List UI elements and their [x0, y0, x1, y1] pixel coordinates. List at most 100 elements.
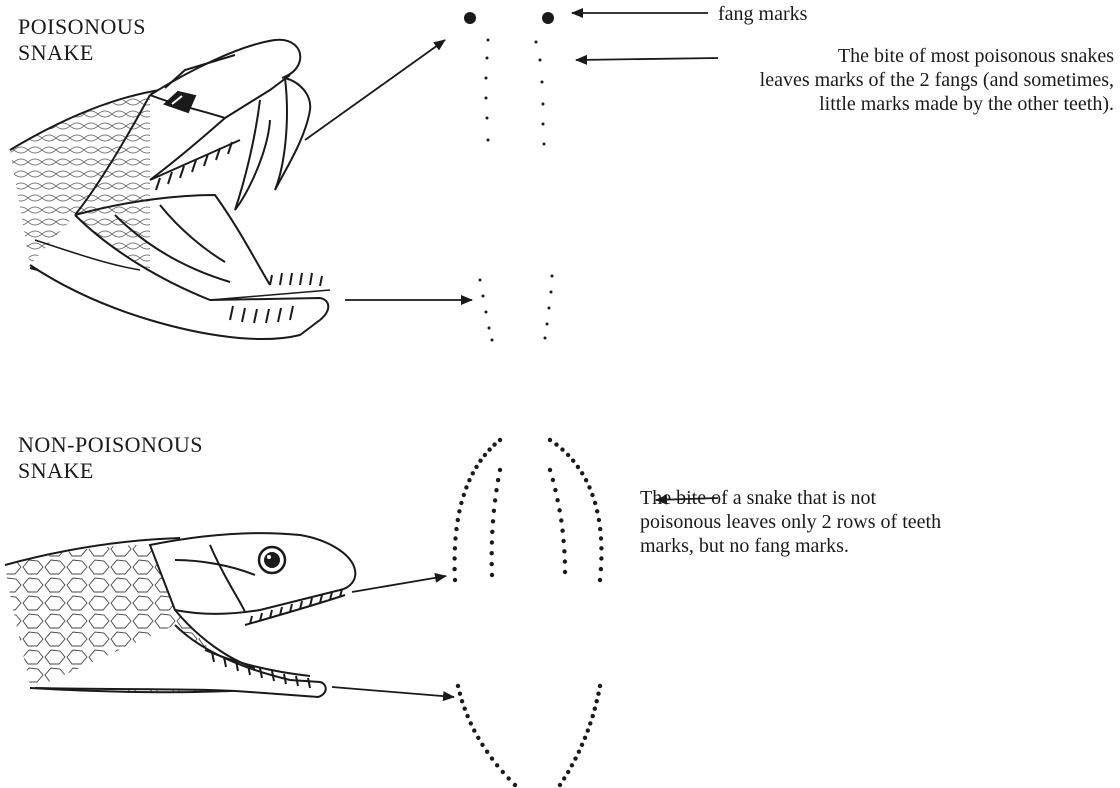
tooth-mark-dot — [490, 573, 494, 577]
tooth-mark-dot — [583, 736, 587, 740]
tooth-mark-dot — [558, 783, 562, 787]
tooth-mark-dot — [584, 478, 588, 482]
tooth-mark-dot — [498, 468, 502, 472]
tooth-mark-dot — [573, 756, 577, 760]
tooth-mark-dot — [599, 556, 603, 560]
tooth-mark-dot — [588, 721, 592, 725]
tooth-mark-dot — [548, 468, 552, 472]
tooth-mark-dot — [554, 442, 558, 446]
tooth-mark-dot — [498, 438, 502, 442]
tooth-mark-dot — [560, 447, 564, 451]
tooth-mark-dot — [548, 438, 552, 442]
tooth-mark-dot — [458, 692, 462, 696]
upper-teeth-arrow — [352, 576, 446, 592]
tooth-mark-dot — [561, 539, 565, 543]
tooth-mark-dot — [553, 488, 557, 492]
lower-teeth-arrow — [332, 687, 454, 697]
tooth-mark-dot — [580, 471, 584, 475]
poisonous-snake-head-icon — [10, 40, 330, 339]
tooth-mark-dot — [490, 530, 494, 534]
non-poisonous-snake-head-icon — [5, 533, 355, 697]
tooth-mark-dot — [491, 519, 495, 523]
non-poisonous-note: The bite of a snake that is not poisonou… — [640, 486, 941, 558]
fang-arrow — [305, 40, 445, 140]
fang-marks-label: fang marks — [718, 2, 807, 26]
tooth-mark-dot — [474, 465, 478, 469]
tooth-mark-dot — [490, 540, 494, 544]
tooth-mark-dot — [595, 509, 599, 513]
tooth-mark-dot — [560, 529, 564, 533]
tooth-mark-dot — [459, 501, 463, 505]
tooth-mark-dot — [460, 699, 464, 703]
tooth-mark-dot — [586, 728, 590, 732]
tooth-mark-dot — [551, 478, 555, 482]
tooth-mark-dot — [456, 518, 460, 522]
tooth-mark-dot — [593, 501, 597, 505]
tooth-mark-dot — [590, 493, 594, 497]
tooth-mark-dot — [595, 699, 599, 703]
tooth-mark-dot — [452, 556, 456, 560]
tooth-mark-dot — [456, 684, 460, 688]
tooth-mark-dot — [599, 567, 603, 571]
tooth-mark-dot — [580, 743, 584, 747]
tooth-mark-dot — [507, 776, 511, 780]
tooth-mark-dot — [487, 447, 491, 451]
tooth-mark-dot — [570, 763, 574, 767]
tooth-mark-dot — [598, 684, 602, 688]
tooth-mark-dot — [566, 453, 570, 457]
non-poisonous-section-title: NON-POISONOUS SNAKE — [18, 432, 203, 485]
tooth-mark-dot — [478, 459, 482, 463]
tooth-mark-dot — [599, 536, 603, 540]
tooth-mark-dot — [596, 692, 600, 696]
tooth-mark-dot — [457, 509, 461, 513]
tooth-mark-dot — [557, 508, 561, 512]
tooth-mark-dot — [490, 756, 494, 760]
tooth-mark-dot — [492, 442, 496, 446]
tooth-mark-dot — [591, 714, 595, 718]
tooth-mark-dot — [462, 493, 466, 497]
poisonous-note: The bite of most poisonous snakes leaves… — [612, 44, 1114, 116]
tooth-mark-dot — [476, 736, 480, 740]
tooth-mark-dot — [495, 763, 499, 767]
tooth-mark-dot — [576, 465, 580, 469]
tooth-mark-dot — [483, 453, 487, 457]
tooth-mark-dot — [597, 518, 601, 522]
tooth-mark-dot — [496, 478, 500, 482]
tooth-mark-dot — [593, 707, 597, 711]
tooth-mark-dot — [493, 498, 497, 502]
tooth-mark-dot — [494, 488, 498, 492]
tooth-mark-dot — [562, 776, 566, 780]
tooth-mark-dot — [463, 707, 467, 711]
right-fang-mark — [542, 12, 554, 24]
tooth-mark-dot — [469, 721, 473, 725]
tooth-mark-dot — [465, 714, 469, 718]
tooth-mark-dot — [501, 770, 505, 774]
tooth-mark-dot — [485, 750, 489, 754]
tooth-mark-dot — [453, 578, 457, 582]
tooth-mark-dot — [587, 485, 591, 489]
poisonous-section-title: POISONOUS SNAKE — [18, 14, 146, 67]
left-fang-mark — [464, 12, 476, 24]
tooth-mark-dot — [464, 485, 468, 489]
tooth-mark-dot — [562, 549, 566, 553]
tooth-mark-dot — [471, 471, 475, 475]
tooth-mark-dot — [472, 728, 476, 732]
tooth-mark-dot — [480, 743, 484, 747]
tooth-mark-dot — [566, 770, 570, 774]
tooth-mark-dot — [453, 546, 457, 550]
tooth-mark-dot — [577, 750, 581, 754]
tooth-mark-dot — [454, 527, 458, 531]
tooth-mark-dot — [513, 783, 517, 787]
tooth-mark-dot — [490, 551, 494, 555]
tooth-mark-dot — [467, 478, 471, 482]
poisonous-teeth-marks — [479, 39, 554, 342]
tooth-mark-dot — [571, 459, 575, 463]
tooth-mark-dot — [563, 559, 567, 563]
tooth-mark-dot — [452, 567, 456, 571]
tooth-mark-dot — [555, 498, 559, 502]
tooth-mark-dot — [492, 509, 496, 513]
tooth-mark-dot — [559, 518, 563, 522]
tooth-mark-dot — [598, 527, 602, 531]
